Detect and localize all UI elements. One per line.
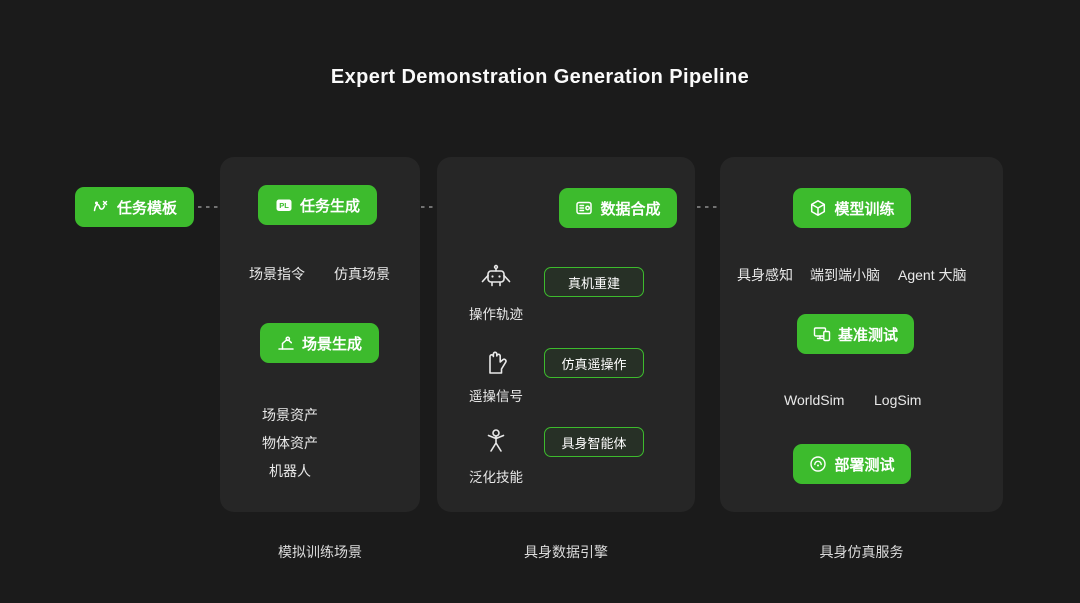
- recorder-icon: [575, 199, 593, 217]
- robot-arm-icon: [277, 334, 295, 352]
- scene-asset-label: 场景资产: [262, 407, 318, 423]
- task-template-label: 任务模板: [116, 199, 177, 217]
- cube-icon: [809, 199, 827, 217]
- fingerprint-icon: [809, 455, 827, 473]
- deployment-testing-node: 部署测试: [793, 444, 911, 484]
- caption-sim-training-scene: 模拟训练场景: [278, 544, 362, 560]
- task-generation-label: 任务生成: [299, 197, 360, 215]
- simulated-teleoperation-box: 仿真遥操作: [544, 348, 644, 378]
- page-title: Expert Demonstration Generation Pipeline: [330, 66, 750, 88]
- task-template-icon: [92, 198, 110, 216]
- sim-scene-label: 仿真场景: [334, 266, 390, 282]
- end-to-end-cerebellum-label: 端到端小脑: [810, 267, 880, 283]
- object-asset-label: 物体资产: [262, 435, 318, 451]
- task-template-node: 任务模板: [75, 187, 194, 227]
- benchmark-testing-node: 基准测试: [797, 314, 914, 354]
- generalized-skill-label: 泛化技能: [469, 470, 523, 485]
- model-training-node: 模型训练: [793, 188, 911, 228]
- svg-text:PL: PL: [279, 201, 289, 210]
- scene-generation-label: 场景生成: [301, 335, 362, 353]
- caption-embodied-sim-service: 具身仿真服务: [819, 544, 904, 560]
- real-machine-reconstruction-box: 真机重建: [544, 267, 644, 297]
- agent-brain-label: Agent 大脑: [898, 267, 967, 283]
- embodied-perception-label: 具身感知: [737, 267, 793, 283]
- embodied-agent-box: 具身智能体: [544, 427, 644, 457]
- devices-icon: [813, 325, 831, 343]
- caption-embodied-data-engine: 具身数据引擎: [524, 544, 608, 560]
- glove-icon: [478, 343, 514, 379]
- model-training-label: 模型训练: [834, 200, 895, 218]
- operation-trajectory-label: 操作轨迹: [469, 307, 523, 322]
- deployment-testing-label: 部署测试: [834, 456, 895, 474]
- data-synthesis-label: 数据合成: [600, 200, 661, 218]
- scene-generation-node: 场景生成: [260, 323, 379, 363]
- logsim-label: LogSim: [874, 392, 922, 408]
- robot-icon: [478, 262, 514, 298]
- scene-instruction-label: 场景指令: [249, 266, 305, 282]
- data-synthesis-node: 数据合成: [559, 188, 677, 228]
- worldsim-label: WorldSim: [784, 392, 845, 408]
- robot-label: 机器人: [269, 463, 311, 479]
- teleoperation-signal-label: 遥操信号: [469, 389, 523, 404]
- benchmark-testing-label: 基准测试: [837, 326, 898, 344]
- task-generation-node: PL 任务生成: [258, 185, 377, 225]
- pl-icon: PL: [275, 196, 293, 214]
- skill-figure-icon: [478, 424, 514, 460]
